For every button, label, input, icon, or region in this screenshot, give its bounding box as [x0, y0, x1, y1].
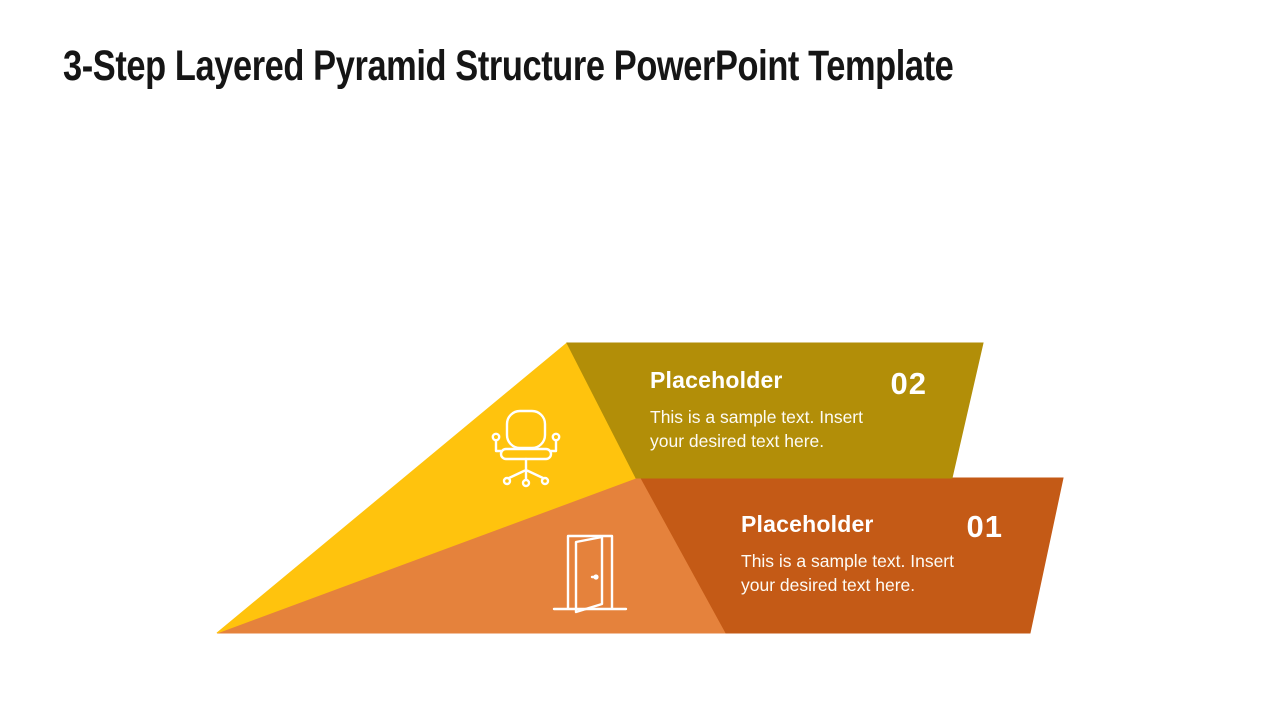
step-02-number: 02	[890, 366, 927, 401]
slide-title: 3-Step Layered Pyramid Structure PowerPo…	[63, 42, 954, 90]
step-02-heading: Placeholder	[650, 367, 783, 393]
office-chair-icon	[491, 409, 561, 488]
step-02-band	[566, 342, 984, 479]
step-01-number: 01	[966, 509, 1003, 544]
step-01-textblock: Placeholder This is a sample text. Inser…	[741, 511, 981, 597]
open-door-icon	[552, 534, 628, 614]
step-02-body: This is a sample text. Insert your desir…	[650, 407, 863, 451]
step-01-heading: Placeholder	[741, 511, 874, 537]
step-02-textblock: Placeholder This is a sample text. Inser…	[650, 367, 890, 453]
step-01-body: This is a sample text. Insert your desir…	[741, 551, 954, 595]
